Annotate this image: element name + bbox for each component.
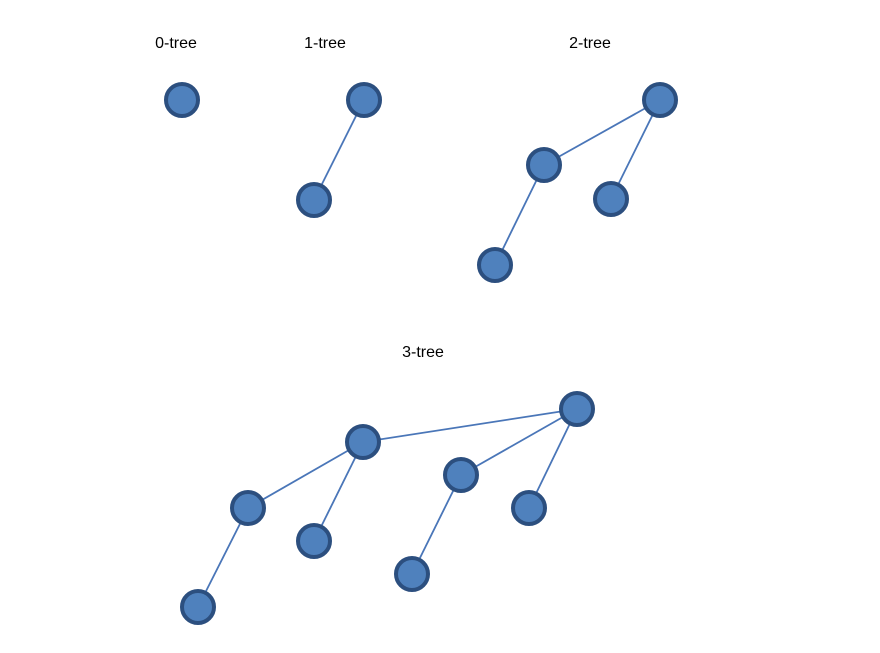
tree-3-node-h (230, 490, 266, 526)
tree-1-node-root (346, 82, 382, 118)
tree-3-node-j (180, 589, 216, 625)
tree-2: 2-tree (477, 35, 678, 283)
tree-1-node-a (296, 182, 332, 218)
tree-3-node-root (559, 391, 595, 427)
tree-3-edge-root-f (460, 408, 578, 476)
tree-2-edge-root-c (610, 99, 661, 200)
tree-3-edge-h-j (197, 507, 249, 608)
tree-3-node-i (296, 523, 332, 559)
tree-1-edge-root-a (313, 99, 365, 201)
tree-1: 1-tree (296, 35, 382, 218)
tree-2-edge-b-d (494, 164, 545, 266)
tree-2-node-d (477, 247, 513, 283)
tree-3: 3-tree (180, 344, 595, 625)
tree-1-label: 1-tree (304, 35, 346, 52)
tree-3-edge-e-i (313, 441, 364, 542)
tree-3-edge-root-g (528, 408, 578, 509)
tree-2-node-b (526, 147, 562, 183)
tree-3-node-g (511, 490, 547, 526)
tree-2-node-root (642, 82, 678, 118)
tree-3-node-f (443, 457, 479, 493)
tree-3-edge-e-h (247, 441, 364, 509)
tree-3-node-k (394, 556, 430, 592)
tree-3-label: 3-tree (402, 344, 444, 361)
tree-2-node-c (593, 181, 629, 217)
tree-0-label: 0-tree (155, 35, 197, 52)
tree-2-edge-root-b (543, 99, 661, 166)
tree-3-node-e (345, 424, 381, 460)
tree-2-label: 2-tree (569, 35, 611, 52)
tree-3-edge-f-k (411, 474, 462, 575)
tree-3-edge-root-e (362, 408, 578, 443)
tree-0: 0-tree (155, 35, 200, 118)
tree-0-node-root (164, 82, 200, 118)
